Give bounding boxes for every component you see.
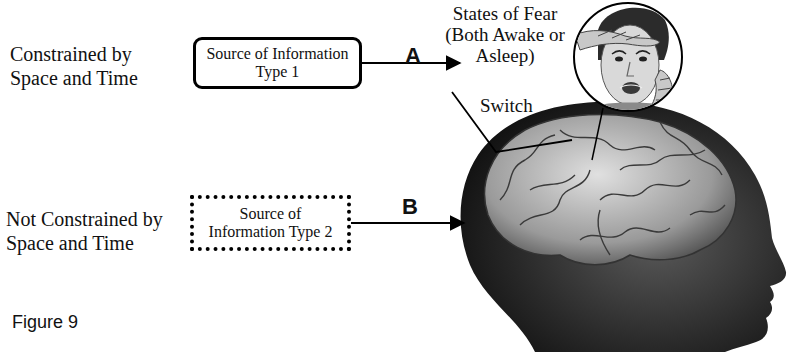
brain-folds xyxy=(500,122,725,255)
constraint-label: Not Constrained by Space and Time xyxy=(6,207,186,255)
source-box: Source of Information Type 1 xyxy=(193,37,362,89)
face-circle xyxy=(574,3,682,111)
leader-line xyxy=(592,108,603,160)
brain xyxy=(485,114,736,264)
arrow-letter: B xyxy=(402,196,418,218)
fearful-face xyxy=(575,8,680,120)
constraint-label: Constrained by Space and Time xyxy=(10,42,160,90)
source-box-dotted: Source of Information Type 2 xyxy=(190,195,351,251)
figure-caption: Figure 9 xyxy=(12,312,78,333)
arrow-letter: A xyxy=(405,45,421,67)
box-text: Source of Information Type 1 xyxy=(203,45,352,82)
head-silhouette xyxy=(461,102,787,352)
switch-leader xyxy=(452,92,572,152)
state-label: States of Fear (Both Awake or Asleep) xyxy=(440,4,570,67)
box-text: Source of Information Type 2 xyxy=(200,205,341,242)
switch-label: Switch xyxy=(480,96,533,117)
arrow-b xyxy=(351,222,464,224)
